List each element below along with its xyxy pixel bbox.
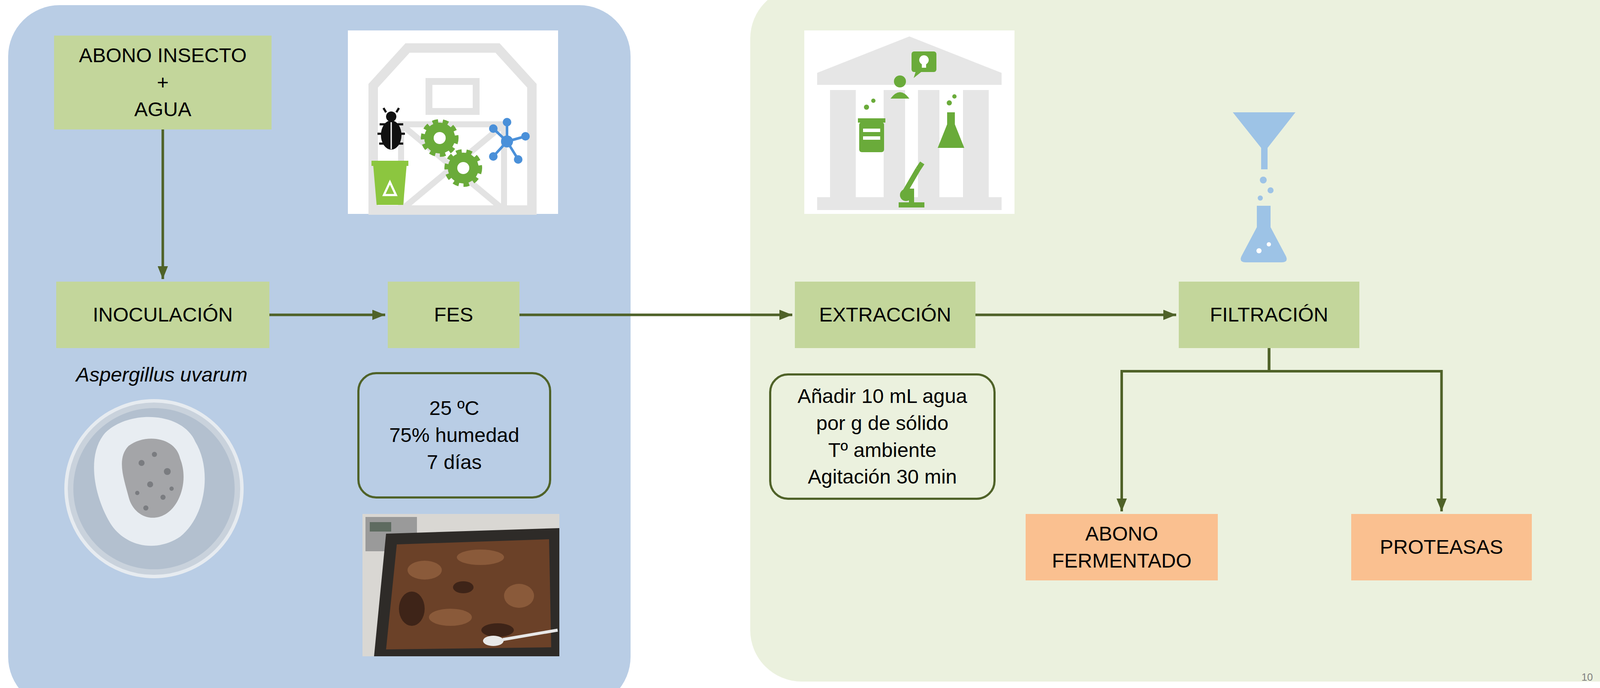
page-number: 10 (1581, 671, 1594, 684)
process-box: FES (387, 281, 520, 349)
petri-dish-photo (66, 401, 242, 577)
node-text: + (156, 69, 169, 97)
flow-arrow (1269, 348, 1442, 512)
lab-panel (750, 0, 1600, 683)
product-box: PROTEASAS (1351, 514, 1532, 581)
node-text: INOCULACIÓN (92, 301, 233, 329)
node-text: Tº ambiente (828, 437, 937, 465)
node-text: PROTEASAS (1379, 534, 1504, 562)
process-box: FILTRACIÓN (1178, 281, 1360, 349)
farm-panel (8, 5, 631, 688)
node-text: 25 ºC (429, 395, 480, 423)
species-label: Aspergillus uvarum (75, 362, 248, 387)
flow-arrow (1121, 348, 1270, 512)
node-text: ABONO INSECTO (78, 42, 247, 70)
input-box: ABONO INSECTO+AGUA (54, 35, 272, 130)
node-text: FILTRACIÓN (1210, 301, 1329, 329)
lab-icon (804, 30, 1015, 215)
node-text: Añadir 10 mL agua por g de sólido (781, 383, 984, 438)
process-box: INOCULACIÓN (56, 281, 270, 349)
filtration-icon (1232, 112, 1296, 263)
node-text: Agitación 30 min (807, 463, 957, 491)
node-text: EXTRACCIÓN (818, 301, 951, 329)
tray-photo (362, 514, 560, 657)
conditions-box: Añadir 10 mL agua por g de sólidoTº ambi… (769, 373, 996, 501)
node-text: FES (434, 301, 474, 329)
node-text: 7 días (426, 449, 482, 477)
product-box: ABONO FERMENTADO (1025, 514, 1218, 581)
node-text: ABONO FERMENTADO (1035, 520, 1208, 575)
node-text: 75% humedad (389, 422, 520, 450)
farm-icon (347, 30, 559, 215)
node-text: AGUA (134, 96, 192, 124)
flow-arrow (519, 313, 793, 317)
conditions-box: 25 ºC75% humedad7 días (357, 372, 552, 499)
process-box: EXTRACCIÓN (794, 281, 976, 349)
flow-arrow (975, 313, 1177, 317)
flow-arrow (269, 313, 386, 317)
flow-arrow (161, 129, 165, 280)
